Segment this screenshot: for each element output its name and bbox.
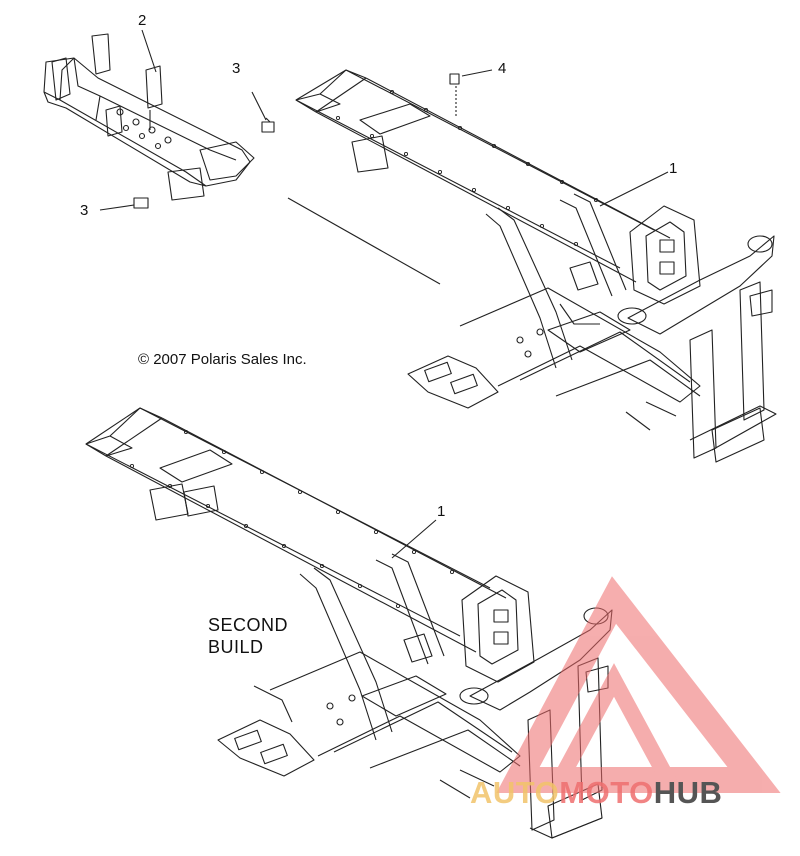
automotohub-logo-mark: [496, 576, 781, 793]
watermark-hub: HUB: [653, 775, 723, 810]
bolt-3-lower: [99, 197, 149, 211]
frame-upper: [295, 69, 777, 463]
callout-1-upper: 1: [669, 160, 678, 177]
callout-2: 2: [138, 12, 147, 29]
callout-3-upper: 3: [232, 60, 241, 77]
copyright-notice: © 2007 Polaris Sales Inc.: [138, 351, 307, 368]
callout-1-lower: 1: [437, 503, 446, 520]
separator-line: [287, 197, 441, 285]
watermark-moto: MOTO: [559, 775, 654, 810]
part-4-bushing: [449, 69, 493, 118]
second-build-line1: SECOND: [208, 615, 289, 635]
leader-1-upper: [599, 171, 669, 207]
bolt-3-upper: [251, 91, 275, 133]
second-build-line2: BUILD: [208, 637, 264, 657]
leader-1-lower: [391, 519, 437, 559]
part-2-subframe: [43, 33, 255, 201]
watermark-auto: AUTO: [470, 775, 560, 810]
callout-3-lower: 3: [80, 202, 89, 219]
second-build-label: SECOND BUILD: [208, 614, 288, 658]
leader-2: [141, 29, 157, 73]
watermark-wordmark: AUTOMOTOHUB: [470, 775, 722, 811]
callout-4: 4: [498, 60, 507, 77]
